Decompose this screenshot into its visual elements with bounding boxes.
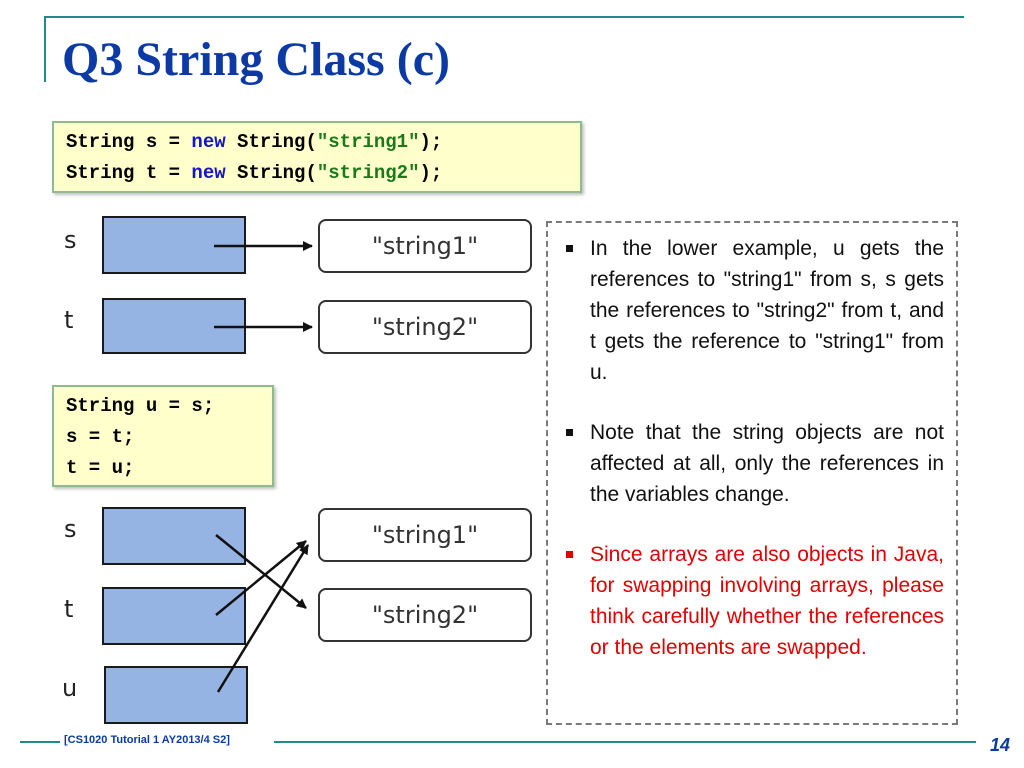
header-side-rule: [44, 16, 46, 82]
arrow-u-to-string1: [216, 544, 310, 693]
arrow-t-to-string1: [215, 540, 307, 616]
code-string-literal: "string2": [316, 162, 420, 184]
note-item: Note that the string objects are not aff…: [558, 417, 944, 510]
footer-rule-right: [274, 741, 976, 743]
string-object-1: "string1": [318, 219, 532, 273]
code-line: t = u;: [66, 457, 135, 479]
header-rule: [44, 16, 964, 18]
note-item-highlight: Since arrays are also objects in Java, f…: [558, 539, 944, 663]
var-box-u: [104, 666, 248, 724]
footer-course: [CS1020 Tutorial 1 AY2013/4 S2]: [64, 734, 230, 746]
code-text: String s =: [66, 131, 192, 153]
code-line: s = t;: [66, 426, 135, 448]
code-line: String u = s;: [66, 395, 215, 417]
note-item: In the lower example, u gets the referen…: [558, 233, 944, 388]
var-label-t: t: [64, 595, 74, 623]
page-number: 14: [990, 735, 1011, 755]
code-keyword: new: [191, 162, 226, 184]
note-text: In the lower example, u gets the referen…: [590, 237, 944, 384]
code-text: String(: [225, 131, 317, 153]
code-string-literal: "string1": [316, 131, 420, 153]
string-object-2: "string2": [318, 588, 532, 642]
code-line: String s = new String("string1");: [66, 127, 572, 158]
bullet-icon: [566, 551, 573, 558]
code-block-swap: String u = s; s = t; t = u;: [52, 385, 274, 487]
code-text: String t =: [66, 162, 192, 184]
var-box-s: [102, 507, 246, 565]
var-label-s: s: [64, 226, 77, 254]
code-text: );: [419, 131, 443, 153]
slide-title: Q3 String Class (c): [62, 33, 450, 86]
code-block-declarations: String s = new String("string1");String …: [52, 121, 582, 193]
code-text: String(: [225, 162, 317, 184]
bullet-icon: [566, 245, 573, 252]
string-object-1: "string1": [318, 508, 532, 562]
arrow-s-to-string2: [215, 534, 307, 609]
notes-list: In the lower example, u gets the referen…: [558, 233, 944, 663]
code-line: String t = new String("string2");: [66, 158, 572, 189]
var-label-s: s: [64, 515, 77, 543]
var-label-u: u: [62, 674, 78, 702]
notes-box: In the lower example, u gets the referen…: [546, 221, 958, 725]
var-box-t: [102, 587, 246, 645]
string-object-2: "string2": [318, 300, 532, 354]
note-text: Note that the string objects are not aff…: [590, 421, 944, 506]
bullet-icon: [566, 429, 573, 436]
var-label-t: t: [64, 306, 74, 334]
footer-rule-left: [20, 741, 60, 743]
code-keyword: new: [191, 131, 226, 153]
code-text: );: [419, 162, 443, 184]
note-text: Since arrays are also objects in Java, f…: [590, 543, 944, 659]
